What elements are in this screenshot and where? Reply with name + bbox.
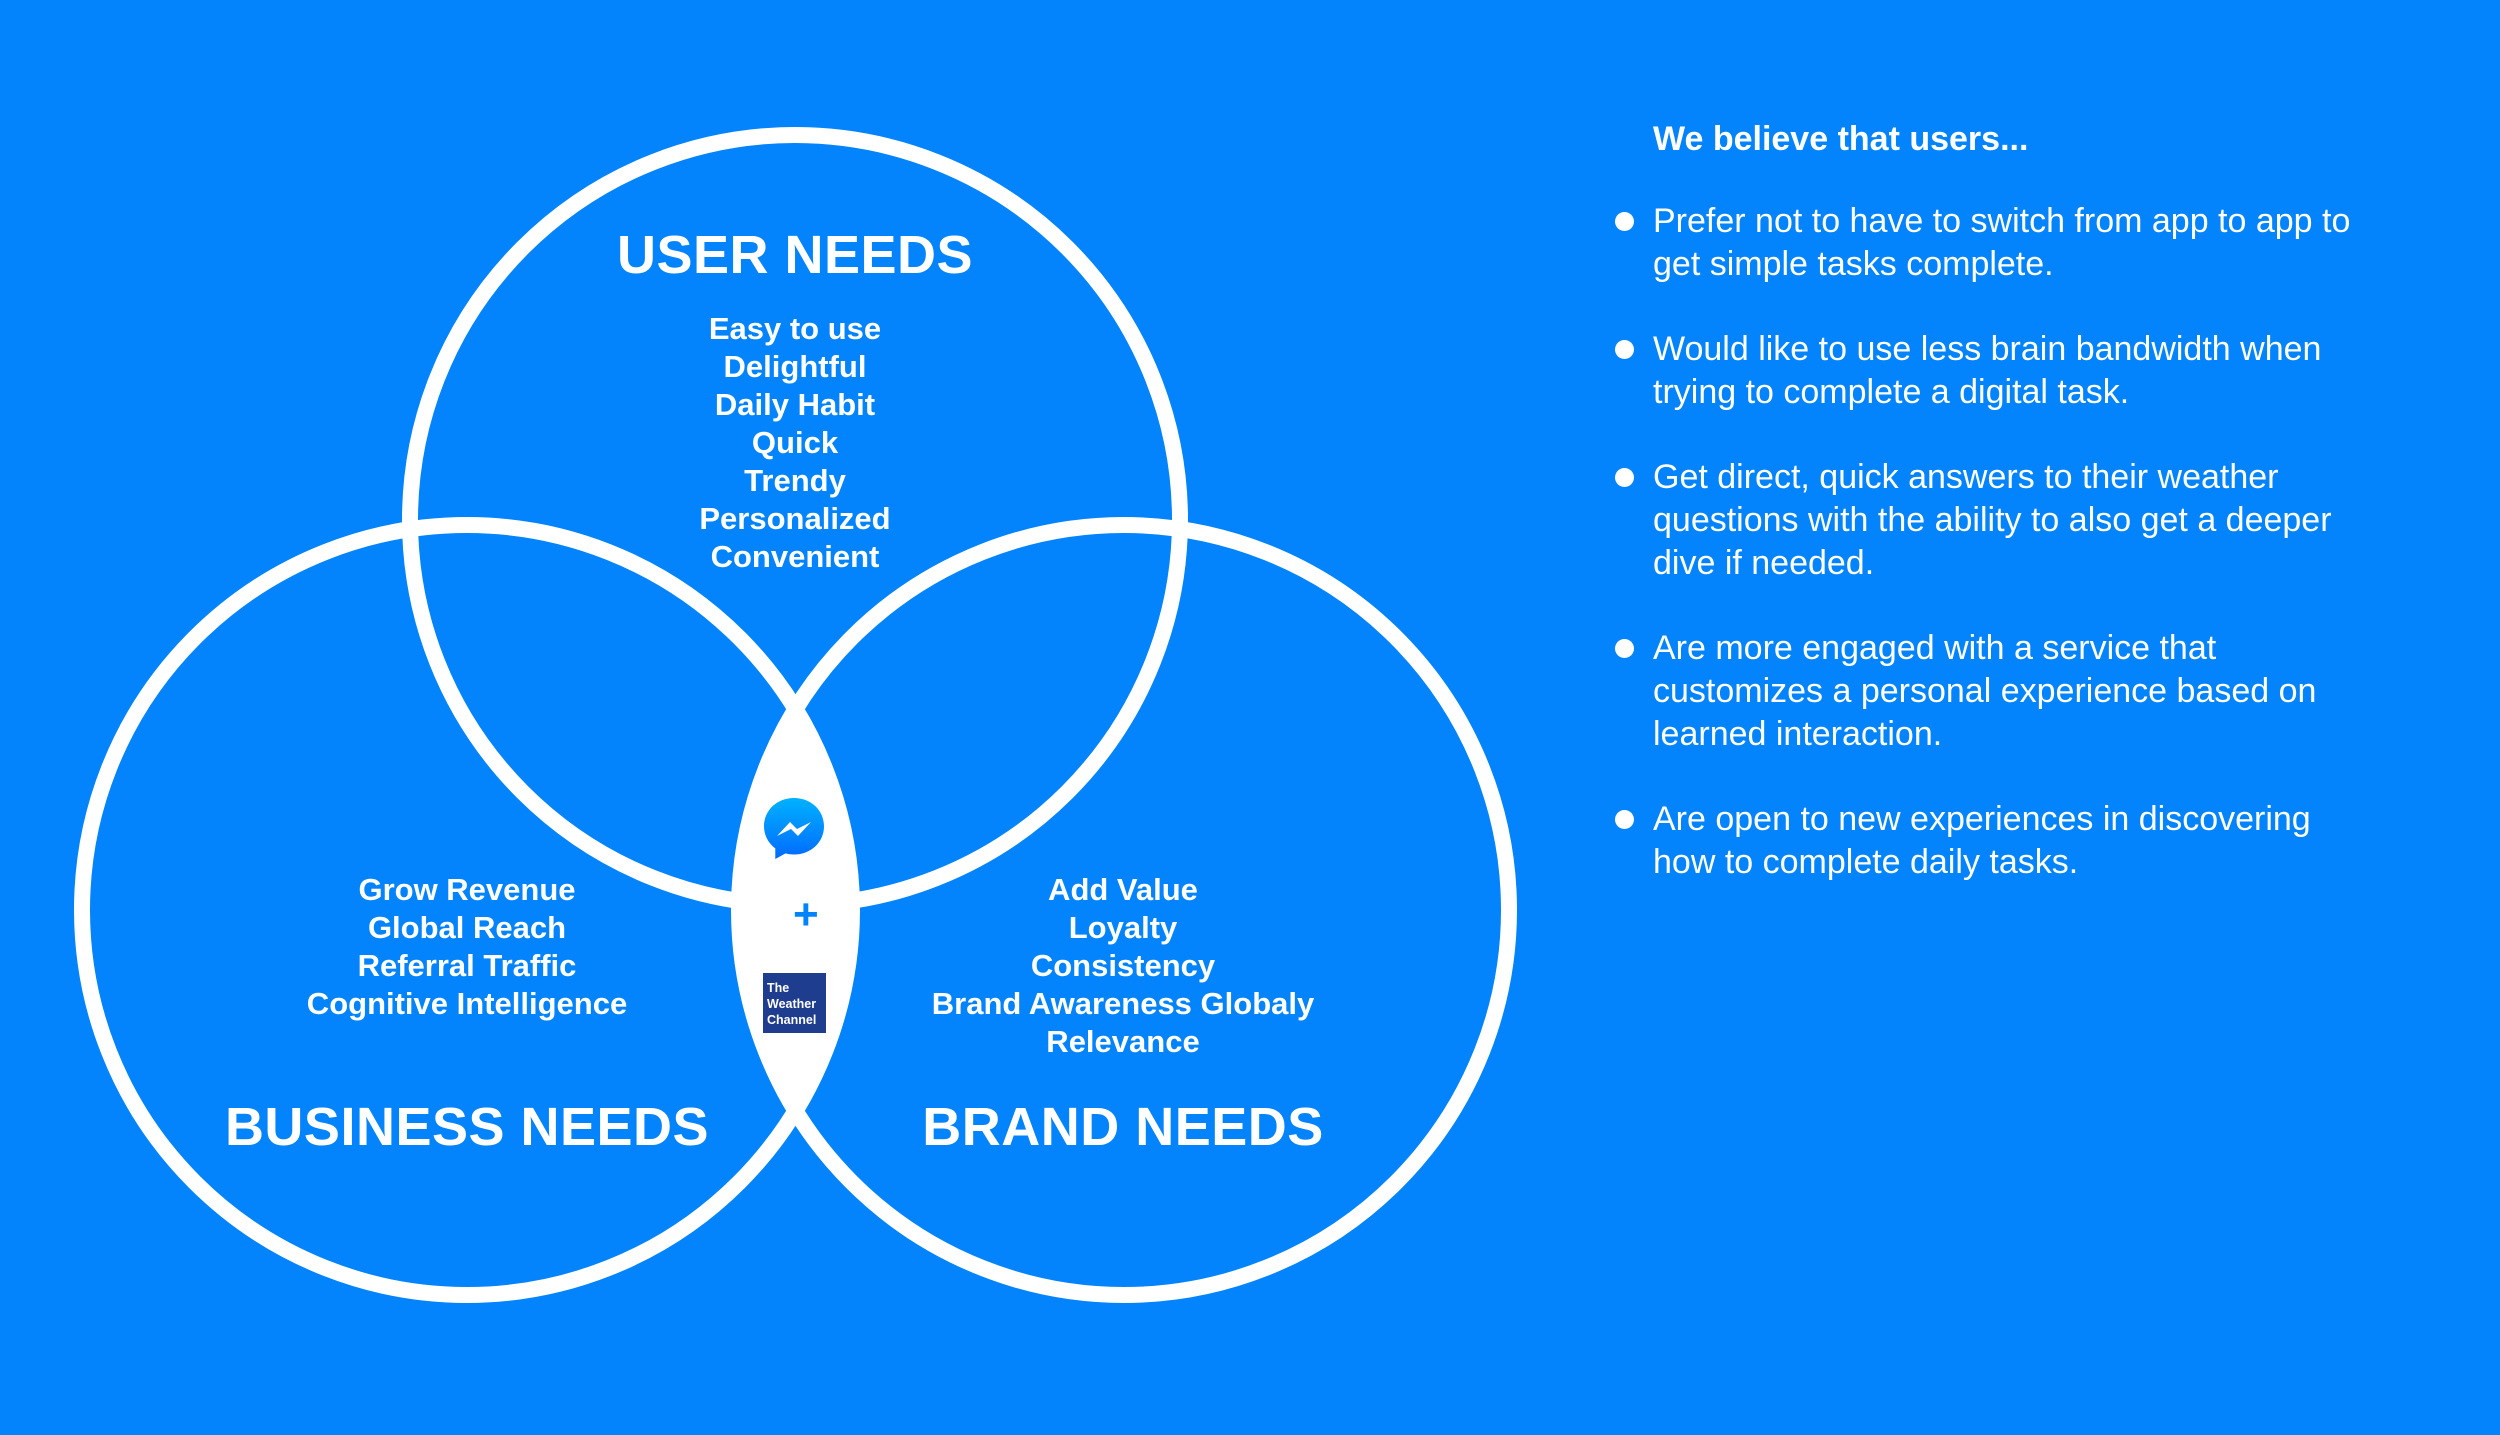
brand-needs-title: BRAND NEEDS (922, 1097, 1324, 1157)
list-item: Loyalty (1068, 910, 1178, 945)
list-item: Convenient (710, 539, 880, 574)
belief-line: questions with the ability to also get a… (1653, 501, 2332, 539)
list-item: Trendy (744, 463, 846, 498)
beliefs-panel: We believe that users... Prefer not to h… (1615, 118, 2453, 926)
list-item: Delightful (723, 349, 867, 384)
business-needs-circle (74, 517, 860, 1303)
beliefs-list: Prefer not to have to switch from app to… (1615, 200, 2453, 884)
bullet-icon (1615, 639, 1634, 658)
belief-line: dive if needed. (1653, 544, 1875, 582)
belief-line: Are more engaged with a service that (1653, 629, 2217, 667)
bullet-icon (1615, 810, 1634, 829)
belief-line: how to complete daily tasks. (1653, 843, 2079, 881)
logo-line-2: Weather (767, 997, 816, 1011)
bullet-icon (1615, 340, 1634, 359)
belief-line: trying to complete a digital task. (1653, 373, 2130, 411)
belief-line: Prefer not to have to switch from app to… (1653, 202, 2351, 240)
list-item: Brand Awareness Globaly (931, 986, 1315, 1021)
bullet-icon (1615, 468, 1634, 487)
logo-line-3: Channel (767, 1013, 816, 1027)
belief-line: learned interaction. (1653, 715, 1943, 753)
list-item: Consistency (1030, 948, 1216, 983)
user-needs-circle (402, 127, 1188, 913)
business-needs-title: BUSINESS NEEDS (224, 1097, 710, 1157)
belief-line: get simple tasks complete. (1653, 245, 2054, 283)
belief-line: customizes a personal experience based o… (1653, 672, 2317, 710)
beliefs-heading: We believe that users... (1653, 120, 2029, 158)
belief-item: Are open to new experiences in discoveri… (1615, 798, 2453, 884)
list-item: Quick (751, 425, 839, 460)
belief-line: Get direct, quick answers to their weath… (1653, 458, 2279, 496)
list-item: Add Value (1048, 872, 1198, 907)
list-item: Global Reach (367, 910, 567, 945)
list-item: Referral Traffic (357, 948, 577, 983)
belief-item: Are more engaged with a service that cus… (1615, 627, 2453, 756)
logo-line-1: The (767, 981, 789, 995)
weather-channel-logo: The Weather Channel (763, 973, 826, 1033)
brand-needs-circle (731, 517, 1517, 1303)
belief-item: Would like to use less brain bandwidth w… (1615, 328, 2453, 414)
brand-needs-list: Add Value Loyalty Consistency Brand Awar… (932, 871, 1314, 1061)
user-needs-title: USER NEEDS (616, 225, 974, 285)
business-needs-list: Grow Revenue Global Reach Referral Traff… (307, 871, 627, 1023)
list-item: Cognitive Intelligence (306, 986, 628, 1021)
belief-line: Are open to new experiences in discoveri… (1653, 800, 2311, 838)
belief-line: Would like to use less brain bandwidth w… (1653, 330, 2322, 368)
list-item: Easy to use (708, 311, 882, 346)
list-item: Grow Revenue (358, 872, 576, 907)
user-needs-list: Easy to use Delightful Daily Habit Quick… (699, 310, 890, 576)
bullet-icon (1615, 212, 1634, 231)
list-item: Relevance (1046, 1024, 1200, 1059)
list-item: Personalized (699, 501, 891, 536)
belief-item: Get direct, quick answers to their weath… (1615, 456, 2453, 585)
messenger-icon (764, 798, 824, 859)
list-item: Daily Habit (714, 387, 876, 422)
belief-item: Prefer not to have to switch from app to… (1615, 200, 2453, 286)
